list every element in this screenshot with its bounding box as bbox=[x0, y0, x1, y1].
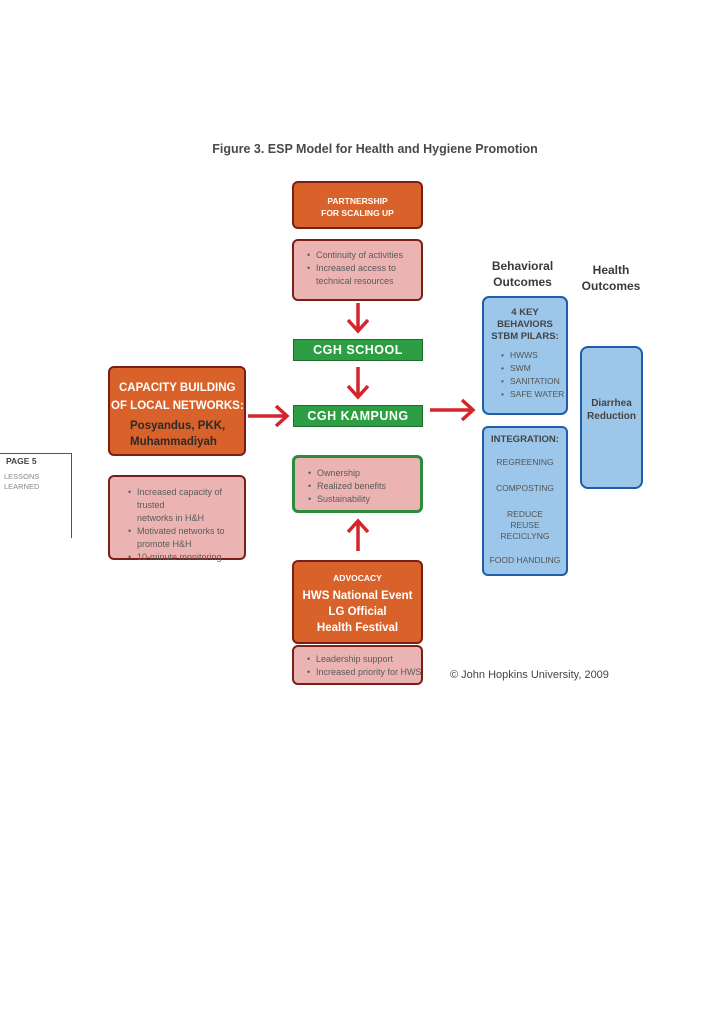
health-outcome-line2: Reduction bbox=[587, 411, 636, 422]
capacity-orgs-line1: Posyandus, PKK, bbox=[130, 420, 226, 432]
kampung-results-box: Ownership Realized benefits Sustainabili… bbox=[292, 455, 423, 513]
advocacy-bullet: Increased priority for HWS bbox=[307, 666, 422, 679]
behavioral-heading-line1: Behavioral bbox=[491, 259, 554, 273]
partnership-results-box: Continuity of activities Increased acces… bbox=[292, 239, 423, 301]
diarrhea-reduction-box: Diarrhea Reduction bbox=[580, 346, 643, 489]
behavior-item: SANITATION bbox=[501, 375, 566, 388]
cgh-school-box: CGH SCHOOL bbox=[293, 339, 423, 361]
integration-label: INTEGRATION: bbox=[491, 434, 559, 445]
arrow-kampung-to-outcomes bbox=[430, 398, 476, 422]
side-tab-rule bbox=[0, 453, 72, 454]
capacity-results-box: Increased capacity of trusted networks i… bbox=[108, 475, 246, 564]
integration-item: REGREENING bbox=[496, 457, 554, 467]
arrow-capacity-to-kampung bbox=[248, 404, 290, 428]
section-label-line1: LESSONS bbox=[4, 472, 40, 481]
partnership-box: PARTNERSHIP FOR SCALING UP bbox=[292, 181, 423, 229]
health-outcomes-heading: Health Outcomes bbox=[575, 262, 647, 294]
kampung-result: Sustainability bbox=[308, 493, 416, 506]
arrow-partnership-to-school bbox=[346, 303, 370, 334]
capacity-bullet: 10-minute monitoring bbox=[128, 551, 240, 564]
key-behaviors-line2: BEHAVIORS bbox=[497, 319, 553, 330]
key-behaviors-line3: STBM PILARS: bbox=[491, 331, 559, 342]
section-label: LESSONS LEARNED bbox=[4, 472, 39, 492]
integration-item: RECICLYNG bbox=[500, 531, 550, 541]
capacity-bullet-1b: networks in H&H bbox=[137, 513, 205, 523]
capacity-orgs-line2: Muhammadiyah bbox=[130, 436, 217, 448]
side-tab: PAGE 5 LESSONS LEARNED bbox=[0, 453, 72, 538]
arrow-school-to-kampung bbox=[346, 367, 370, 400]
copyright-note: © John Hopkins University, 2009 bbox=[450, 669, 609, 681]
capacity-heading-line2: OF LOCAL NETWORKS: bbox=[111, 400, 244, 412]
capacity-heading-line1: CAPACITY BUILDING bbox=[119, 382, 236, 394]
health-outcome-line1: Diarrhea bbox=[591, 398, 632, 409]
capacity-bullet-1a: Increased capacity of trusted bbox=[137, 487, 223, 510]
section-label-line2: LEARNED bbox=[4, 482, 40, 491]
capacity-bullet-2b: promote H&H bbox=[137, 539, 192, 549]
key-behaviors-line1: 4 KEY bbox=[511, 307, 539, 318]
partnership-label-line1: PARTNERSHIP bbox=[327, 196, 388, 206]
advocacy-event-line3: Health Festival bbox=[316, 622, 399, 634]
health-heading-line1: Health bbox=[592, 263, 630, 277]
advocacy-bullet: Leadership support bbox=[307, 653, 419, 666]
partnership-bullet: Continuity of activities bbox=[307, 249, 417, 262]
advocacy-results-box: Leadership support Increased priority fo… bbox=[292, 645, 423, 685]
partnership-bullet: Increased access to technical resources bbox=[307, 262, 417, 288]
advocacy-label: ADVOCACY bbox=[333, 573, 382, 583]
kampung-result: Realized benefits bbox=[308, 480, 416, 493]
behavior-item: SWM bbox=[501, 362, 566, 375]
arrow-advocacy-to-kampung bbox=[346, 518, 370, 551]
capacity-bullet: Increased capacity of trusted networks i… bbox=[128, 486, 240, 525]
advocacy-box: ADVOCACY HWS National Event LG Official … bbox=[292, 560, 423, 644]
integration-item: COMPOSTING bbox=[495, 483, 555, 493]
advocacy-event-line2: LG Official bbox=[328, 606, 387, 618]
integration-item: REUSE bbox=[510, 520, 540, 530]
behavioral-outcomes-heading: Behavioral Outcomes bbox=[480, 258, 565, 290]
key-behaviors-box: 4 KEY BEHAVIORS STBM PILARS: HWWS SWM SA… bbox=[482, 296, 568, 415]
capacity-bullet-2a: Motivated networks to bbox=[137, 526, 225, 536]
capacity-building-box: CAPACITY BUILDING OF LOCAL NETWORKS: Pos… bbox=[108, 366, 246, 456]
advocacy-event-line1: HWS National Event bbox=[302, 590, 413, 602]
page-number: PAGE 5 bbox=[6, 456, 37, 466]
capacity-bullet: Motivated networks to promote H&H bbox=[128, 525, 240, 551]
cgh-kampung-box: CGH KAMPUNG bbox=[293, 405, 423, 427]
kampung-result: Ownership bbox=[308, 467, 416, 480]
behavior-item: SAFE WATER bbox=[501, 388, 566, 401]
partnership-label-line2: FOR SCALING UP bbox=[321, 208, 394, 218]
behavioral-heading-line2: Outcomes bbox=[493, 275, 552, 289]
figure-title: Figure 3. ESP Model for Health and Hygie… bbox=[212, 142, 538, 156]
integration-box: INTEGRATION: REGREENING COMPOSTING REDUC… bbox=[482, 426, 568, 576]
behavior-item: HWWS bbox=[501, 349, 566, 362]
health-heading-line2: Outcomes bbox=[581, 279, 641, 293]
integration-item: REDUCE bbox=[507, 509, 543, 519]
integration-item: FOOD HANDLING bbox=[489, 555, 561, 565]
